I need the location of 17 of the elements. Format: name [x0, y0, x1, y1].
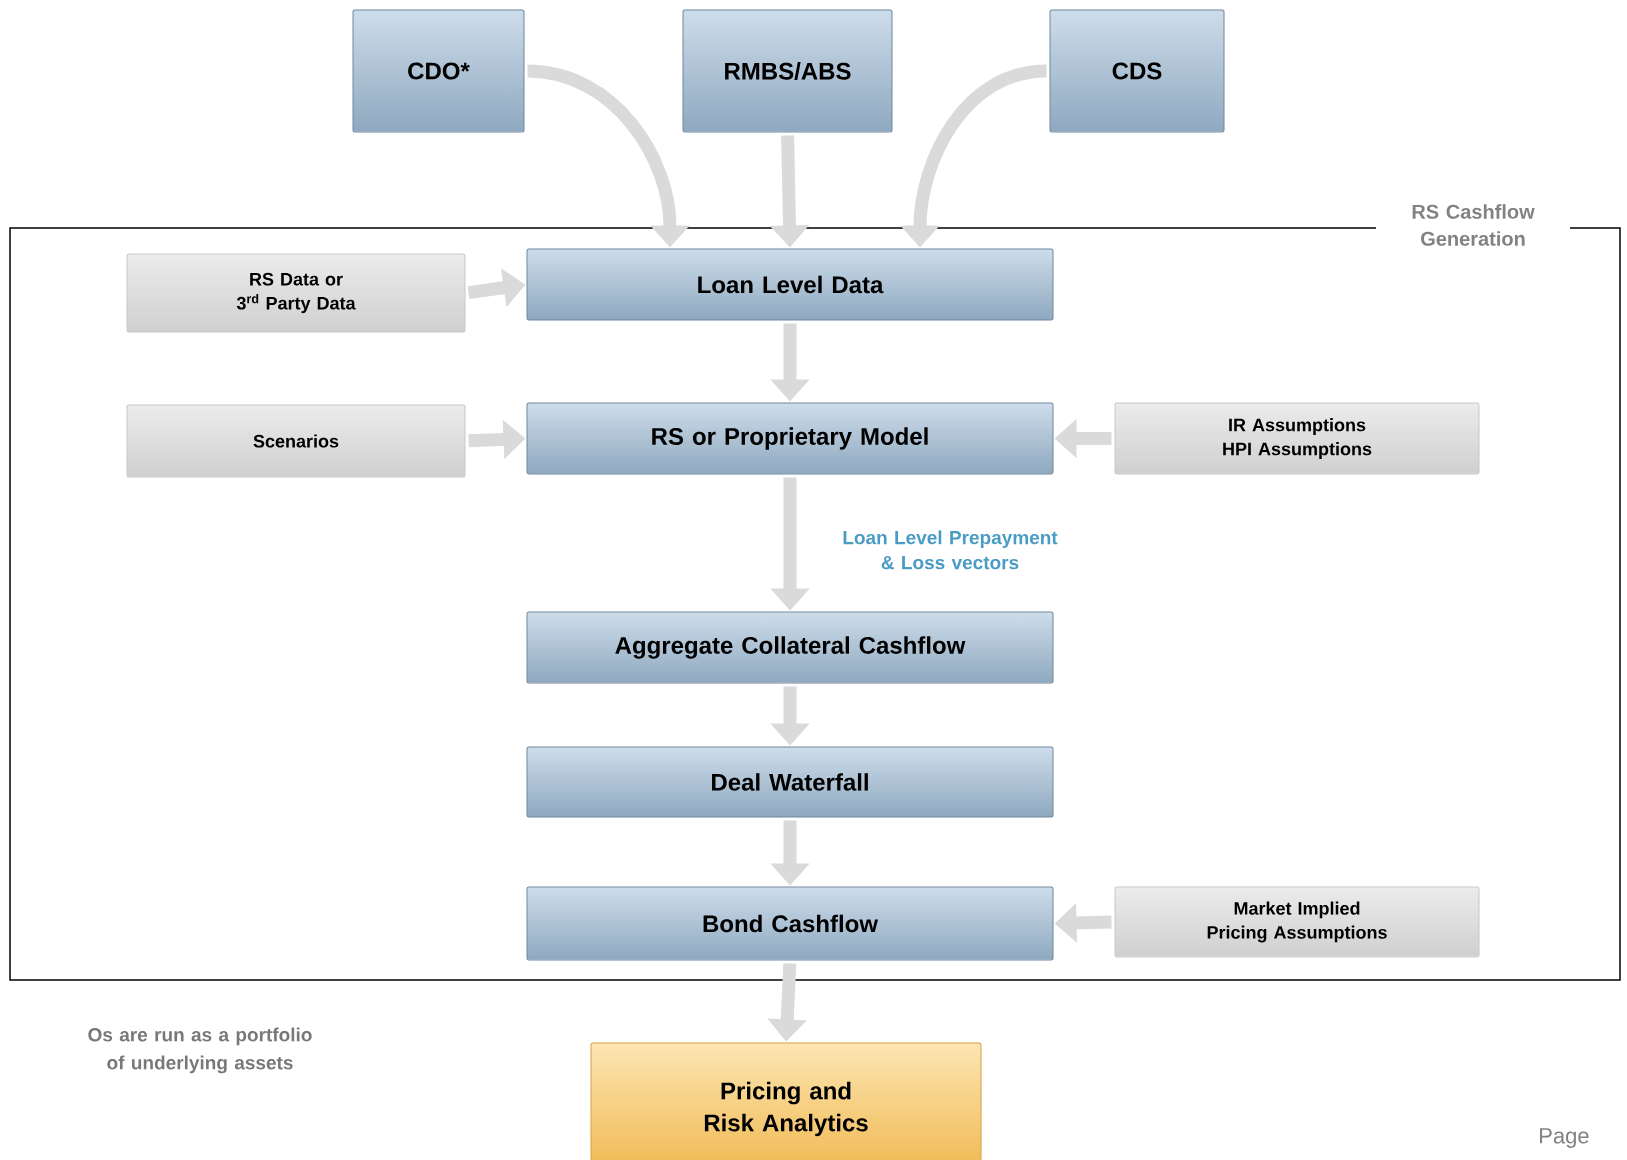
input-box: RS Data or 3$^{rd}$ Party Data [126, 253, 466, 333]
input-box: Scenarios [126, 404, 466, 478]
process-box: Aggregate Collateral Cashflow [526, 611, 1054, 684]
process-box: Loan Level Data [526, 248, 1054, 321]
footnote: Os are run as a portfolio of underlying assets [88, 1027, 312, 1074]
process-box: RMBS/ABS [682, 9, 893, 133]
process-box: RS or Proprietary Model [526, 402, 1054, 475]
output-box: Pricing and Risk Analytics [590, 1042, 982, 1160]
page-number: Page [1540, 1128, 1589, 1148]
group-heading: RS Cashflow Generation [1376, 202, 1570, 248]
edge-label: Loan Level Prepayment & Loss vectors [843, 530, 1058, 570]
process-box: CDS [1049, 9, 1225, 133]
process-box: CDO* [352, 9, 525, 133]
process-box: Deal Waterfall [526, 746, 1054, 818]
process-box: Bond Cashflow [526, 886, 1054, 961]
input-box: IR Assumptions HPI Assumptions [1114, 402, 1480, 475]
input-box: Market Implied Pricing Assumptions [1114, 886, 1480, 958]
